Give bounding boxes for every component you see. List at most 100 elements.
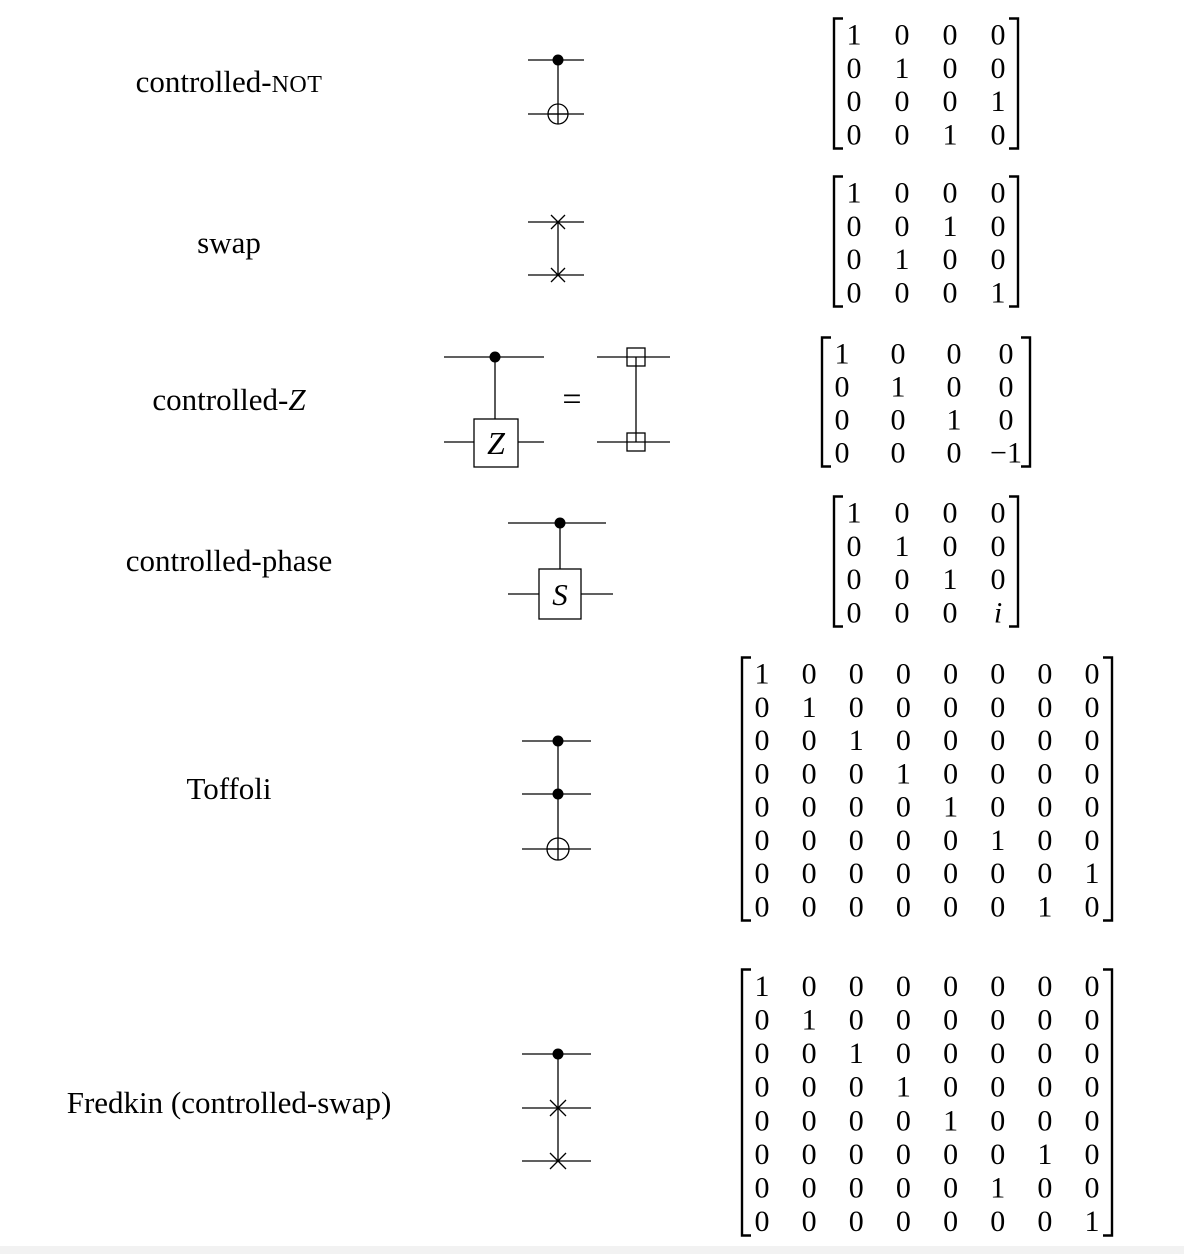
fredkin-cross-1	[549, 1099, 567, 1117]
gate-label-toffoli-text: Toffoli	[186, 771, 272, 806]
matrix-entry: 0	[1037, 1172, 1052, 1205]
matrix-entry: 0	[896, 1104, 911, 1137]
matrix-entry: 1	[835, 338, 850, 371]
gate-label-fredkin-text: Fredkin (controlled-swap)	[66, 1085, 392, 1120]
swap-circuit	[528, 214, 584, 283]
matrix-entry: 0	[847, 52, 862, 85]
cphase-gate-box	[538, 568, 582, 620]
matrix-entry: 1	[847, 177, 862, 210]
matrix-entry: 0	[943, 85, 958, 118]
matrix-entry: 0	[943, 52, 958, 85]
cz-gate-box-label: Z	[487, 425, 506, 461]
matrix-entry: 0	[755, 791, 770, 824]
matrix-entry: 0	[990, 970, 1005, 1003]
matrix-left-bracket	[740, 968, 751, 1237]
cphase-control-dot	[554, 517, 566, 529]
matrix-entry: 0	[990, 1205, 1005, 1237]
matrix-entry: 0	[943, 691, 958, 724]
matrix-entry: 0	[802, 1205, 817, 1237]
matrix-entry: 0	[896, 1037, 911, 1070]
matrix-entry: 0	[991, 497, 1006, 530]
matrix-entry: 0	[990, 1071, 1005, 1104]
matrix-entry: 1	[896, 757, 911, 790]
matrix-entry: 0	[849, 1104, 864, 1137]
matrix-entry: 0	[895, 596, 910, 628]
matrix-entry: 0	[1037, 724, 1052, 757]
matrix-entry: 0	[849, 890, 864, 922]
matrix-entry: 0	[943, 970, 958, 1003]
matrix-entry: 0	[1085, 824, 1100, 857]
matrix-entry: 0	[849, 1003, 864, 1036]
matrix-entry: 0	[1037, 1205, 1052, 1237]
cz-sym-box-bottom	[626, 432, 646, 452]
matrix-entry: 0	[896, 791, 911, 824]
matrix-entry: 0	[943, 530, 958, 563]
matrix-entry: 0	[895, 118, 910, 150]
matrix-entry: 0	[802, 658, 817, 691]
matrix-entry: 0	[849, 757, 864, 790]
matrix-entry: 0	[847, 530, 862, 563]
matrix-entry: 0	[991, 530, 1006, 563]
matrix-entry: 1	[847, 497, 862, 530]
gate-label-swap: swap	[197, 225, 261, 261]
matrix-entry: 0	[943, 824, 958, 857]
matrix-entry: 0	[943, 857, 958, 890]
matrix-entry: 0	[947, 371, 962, 404]
gate-label-cphase: controlled-phase	[126, 543, 333, 579]
matrix-entry: 0	[943, 1037, 958, 1070]
matrix-entry: 0	[1085, 791, 1100, 824]
matrix-entry: 0	[943, 1205, 958, 1237]
matrix-entry: 0	[849, 1205, 864, 1237]
gate-label-swap-text: swap	[197, 225, 261, 260]
matrix-entry: 0	[991, 118, 1006, 150]
matrix-entry: 0	[947, 338, 962, 371]
gate-label-fredkin: Fredkin (controlled-swap)	[67, 1085, 392, 1121]
matrix-entry: 1	[847, 19, 862, 52]
matrix-entry: 0	[849, 970, 864, 1003]
matrix-entry: 0	[990, 890, 1005, 922]
matrix-entry: 0	[847, 210, 862, 243]
gate-label-cnot-suffix: NOT	[271, 72, 323, 98]
matrix-entry: 0	[1085, 658, 1100, 691]
toffoli-control-dot-2	[552, 788, 564, 800]
matrix-entry: 0	[1085, 724, 1100, 757]
matrix-entry: 0	[896, 1138, 911, 1171]
matrix-entry: 0	[895, 276, 910, 308]
matrix-entry: 0	[990, 1003, 1005, 1036]
matrix-entry: 0	[755, 1071, 770, 1104]
matrix-entry: 0	[755, 1172, 770, 1205]
matrix-entry: 0	[1085, 757, 1100, 790]
matrix-entry: 0	[847, 85, 862, 118]
gate-label-cz: controlled-Z	[152, 382, 305, 418]
matrix-entry: 0	[802, 724, 817, 757]
matrix-entry: 0	[896, 1205, 911, 1237]
matrix-entry: 0	[755, 1104, 770, 1137]
matrix-entry: 0	[990, 658, 1005, 691]
matrix-entry: 0	[755, 857, 770, 890]
matrix-left-bracket	[832, 17, 843, 150]
matrix-entry: 0	[1037, 1104, 1052, 1137]
matrix-entry: 0	[755, 757, 770, 790]
cnot-control-dot	[552, 54, 564, 66]
cphase-gate-box-label: S	[552, 577, 568, 612]
matrix-entry: 0	[1085, 691, 1100, 724]
matrix-left-bracket	[832, 495, 843, 628]
matrix-entry: 0	[1085, 1172, 1100, 1205]
matrix-right-bracket	[1103, 968, 1114, 1237]
cz-circuit-right	[597, 347, 670, 452]
matrix-entry: 0	[943, 497, 958, 530]
toffoli-control-dot-1	[552, 735, 564, 747]
matrix-entry: 0	[802, 791, 817, 824]
matrix-entry: 0	[847, 596, 862, 628]
matrix-entry: 0	[991, 563, 1006, 596]
matrix-entry: 0	[891, 437, 906, 469]
matrix-entry: 0	[896, 970, 911, 1003]
matrix-entry: 0	[891, 404, 906, 437]
matrix-entry: 1	[991, 276, 1006, 308]
